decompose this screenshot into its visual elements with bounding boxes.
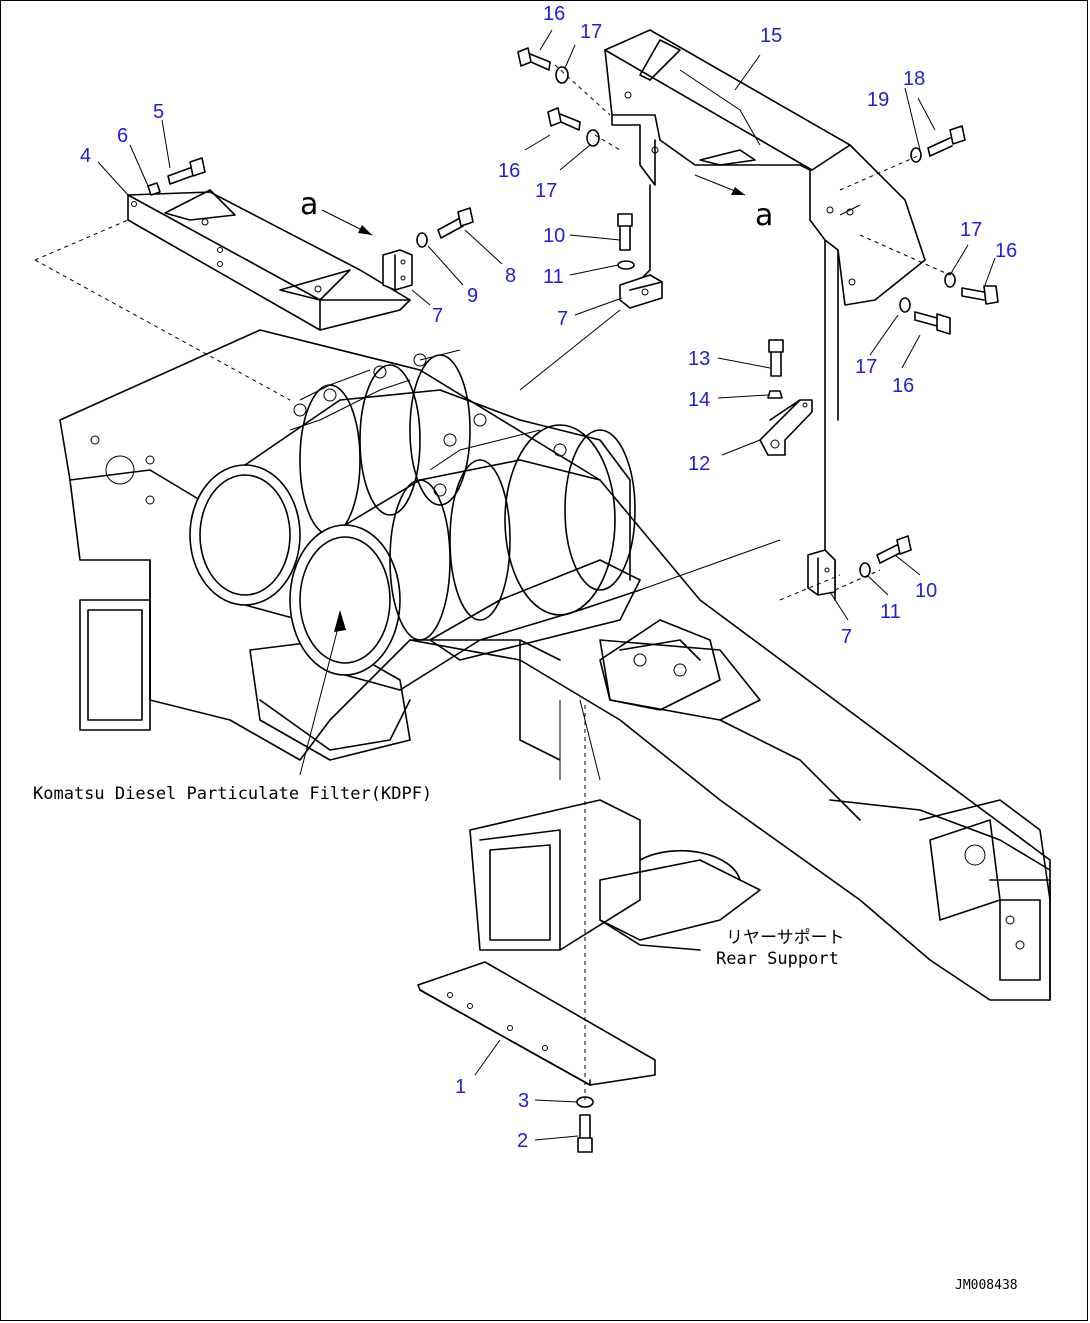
cover-part-15 [604, 29, 926, 601]
assembly-lines [34, 64, 951, 1100]
label-part-13: 13 [688, 348, 710, 370]
label-part-18: 18 [903, 68, 925, 90]
bolt-part-16d [914, 311, 951, 335]
part-number-labels: 1 2 3 4 5 6 7 7 7 8 9 10 10 11 11 12 13 … [80, 3, 1017, 1152]
bolt-part-16b [547, 107, 581, 131]
bolt-part-16a [517, 47, 551, 71]
washer-part-17c [944, 272, 956, 288]
label-part-2: 2 [517, 1130, 528, 1152]
rear-support-frame [59, 329, 1051, 1001]
label-part-19: 19 [867, 89, 889, 111]
label-part-10-top: 10 [543, 225, 565, 247]
label-part-4: 4 [80, 145, 91, 167]
kdpf-caption: Komatsu Diesel Particulate Filter(KDPF) [33, 784, 432, 804]
label-part-12: 12 [688, 453, 710, 475]
label-part-11-right: 11 [880, 601, 901, 623]
washer-part-19 [910, 147, 922, 163]
bolt-part-10a [617, 213, 633, 251]
bolt-part-8 [437, 207, 474, 239]
label-part-10-right: 10 [915, 580, 937, 602]
plate-part-1 [417, 961, 656, 1086]
washer-part-17a [555, 66, 569, 84]
bolt-part-16c [961, 285, 999, 305]
drawing-code: JM008438 [955, 1278, 1018, 1293]
bolt-part-2 [577, 1114, 593, 1153]
label-part-5: 5 [153, 101, 164, 123]
label-part-14: 14 [688, 389, 710, 411]
bolt-part-10b [876, 535, 912, 564]
bolt-part-5 [167, 157, 206, 185]
kdpf-arrow-head [334, 610, 346, 632]
label-part-6: 6 [117, 125, 128, 147]
bolt-part-18 [927, 125, 966, 157]
rear-support-caption-jp: リヤーサポート [726, 928, 845, 948]
leader-lines [97, 29, 996, 1141]
view-arrow-right [694, 174, 746, 196]
bracket-part-7-right [807, 549, 836, 596]
label-part-16-c: 16 [995, 240, 1017, 262]
view-marker-a-right: a [755, 198, 773, 233]
bolt-part-13 [768, 339, 784, 377]
washer-part-11a [617, 260, 635, 270]
bracket-part-12 [759, 399, 813, 456]
label-part-16-b: 16 [498, 160, 520, 182]
washer-part-9 [416, 232, 428, 248]
view-arrow-left [321, 209, 373, 236]
nut-part-14 [767, 390, 783, 399]
label-part-16-a: 16 [543, 3, 565, 25]
label-part-11-top: 11 [543, 266, 564, 288]
label-part-7-left: 7 [432, 305, 443, 327]
rear-support-caption-en: Rear Support [716, 949, 839, 969]
label-part-8: 8 [505, 265, 516, 287]
label-part-9: 9 [467, 285, 478, 307]
label-part-16-d: 16 [892, 375, 914, 397]
bracket-part-7-left [382, 249, 413, 291]
bracket-part-7-middle [619, 274, 663, 309]
label-part-1: 1 [455, 1076, 466, 1098]
label-part-17-b: 17 [535, 180, 557, 202]
nut-part-6 [147, 182, 161, 196]
view-marker-a-left: a [300, 187, 318, 222]
washer-part-11b [859, 562, 871, 578]
label-part-7-right: 7 [841, 626, 852, 648]
label-part-17-c: 17 [960, 219, 982, 241]
label-part-17-a: 17 [580, 21, 602, 43]
label-part-3: 3 [518, 1090, 529, 1112]
label-part-7-middle: 7 [557, 308, 568, 330]
washer-part-17d [899, 297, 911, 313]
label-part-15: 15 [760, 25, 782, 47]
label-part-17-d: 17 [855, 356, 877, 378]
kdpf-unit [189, 349, 641, 751]
washer-part-17b [586, 129, 600, 147]
bracket-part-4 [127, 189, 411, 331]
